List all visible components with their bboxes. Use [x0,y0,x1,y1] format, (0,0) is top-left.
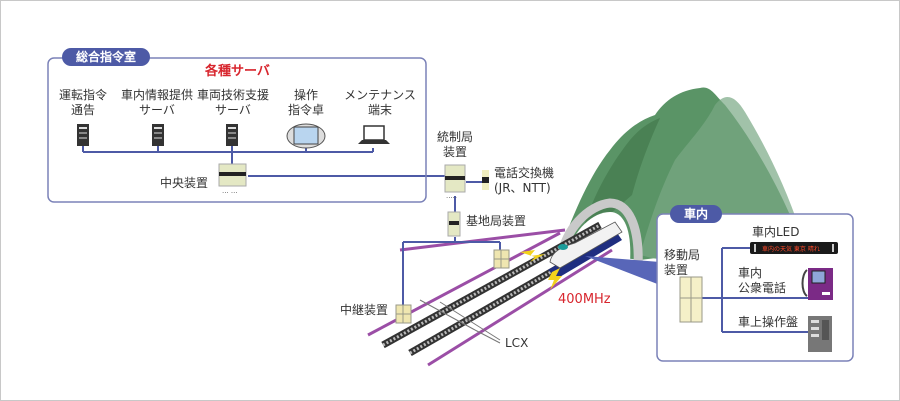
central-unit-icon: ··· ··· [218,163,247,197]
repeater-label: 中継装置 [340,303,389,317]
device-label-dispatch: 運転指令 通告 [52,88,114,118]
control-room-box [47,57,427,203]
svg-text:··· ···: ··· ··· [222,189,238,197]
device-label-info-server: 車内情報提供 サーバ [118,88,196,118]
led-display-icon [750,242,838,254]
label-line: 電話交換機 [494,166,555,180]
onboard-callout-beam [585,256,660,285]
telephone-exchange-icon [482,170,489,190]
mobile-station-icon [679,276,703,323]
label-line: 通告 [70,103,95,117]
radio-signal-icon [520,250,545,262]
telephone-exchange-label: 電話交換機 (JR、NTT) [494,166,554,196]
label-line: 装置 [442,145,467,159]
led-label: 車内LED [752,225,800,239]
led-display-text: 車内の天気 東京 晴れ [762,246,820,253]
label-line: 統制局 [436,130,473,144]
repeater-icon [493,249,510,269]
control-panel-label: 車上操作盤 [738,315,799,329]
server-icon [152,124,164,146]
server-icon [77,124,89,146]
label-line: 車内情報提供 [120,88,193,102]
label-line: 操作 [293,88,318,102]
base-station-label: 基地局装置 [466,214,527,228]
lcx-label: LCX [505,336,529,350]
mobile-station-label: 移動局 装置 [664,248,700,278]
label-line: 移動局 [664,248,701,262]
control-station-label: 統制局 装置 [430,130,480,160]
repeater-icon [395,304,412,324]
public-phone-icon [801,268,833,300]
central-unit-label: 中央装置 [160,176,209,190]
control-station-icon: ····· [444,164,466,202]
console-icon [286,123,326,149]
control-room-title: 総合指令室 [62,48,151,66]
label-line: 指令卓 [287,103,324,117]
device-label-maintenance: メンテナンス 端末 [340,88,420,118]
label-line: 装置 [664,263,689,277]
base-station-icon [447,211,461,237]
onboard-title: 車内 [670,205,723,223]
label-line: 車内 [738,266,763,280]
public-phone-label: 車内 公衆電話 [738,266,786,296]
svg-text:·····: ····· [446,194,457,202]
frequency-label: 400MHz [558,292,611,307]
servers-heading: 各種サーバ [205,64,270,79]
device-label-tech-server: 車両技術支援 サーバ [194,88,272,118]
device-label-console: 操作 指令卓 [280,88,332,118]
label-line: 車両技術支援 [196,88,269,102]
radio-signal-icon [548,268,562,290]
label-line: サーバ [139,103,175,117]
tunnel-portal [555,198,643,269]
label-line: (JR、NTT) [494,181,551,195]
label-line: サーバ [215,103,251,117]
label-line: 運転指令 [58,88,107,102]
shinkansen-train [548,221,623,278]
laptop-icon [358,125,390,144]
label-line: 公衆電話 [738,281,787,295]
label-line: 端末 [367,103,392,117]
label-line: メンテナンス [344,88,416,102]
control-panel-icon [808,316,832,352]
server-icon [226,124,238,146]
